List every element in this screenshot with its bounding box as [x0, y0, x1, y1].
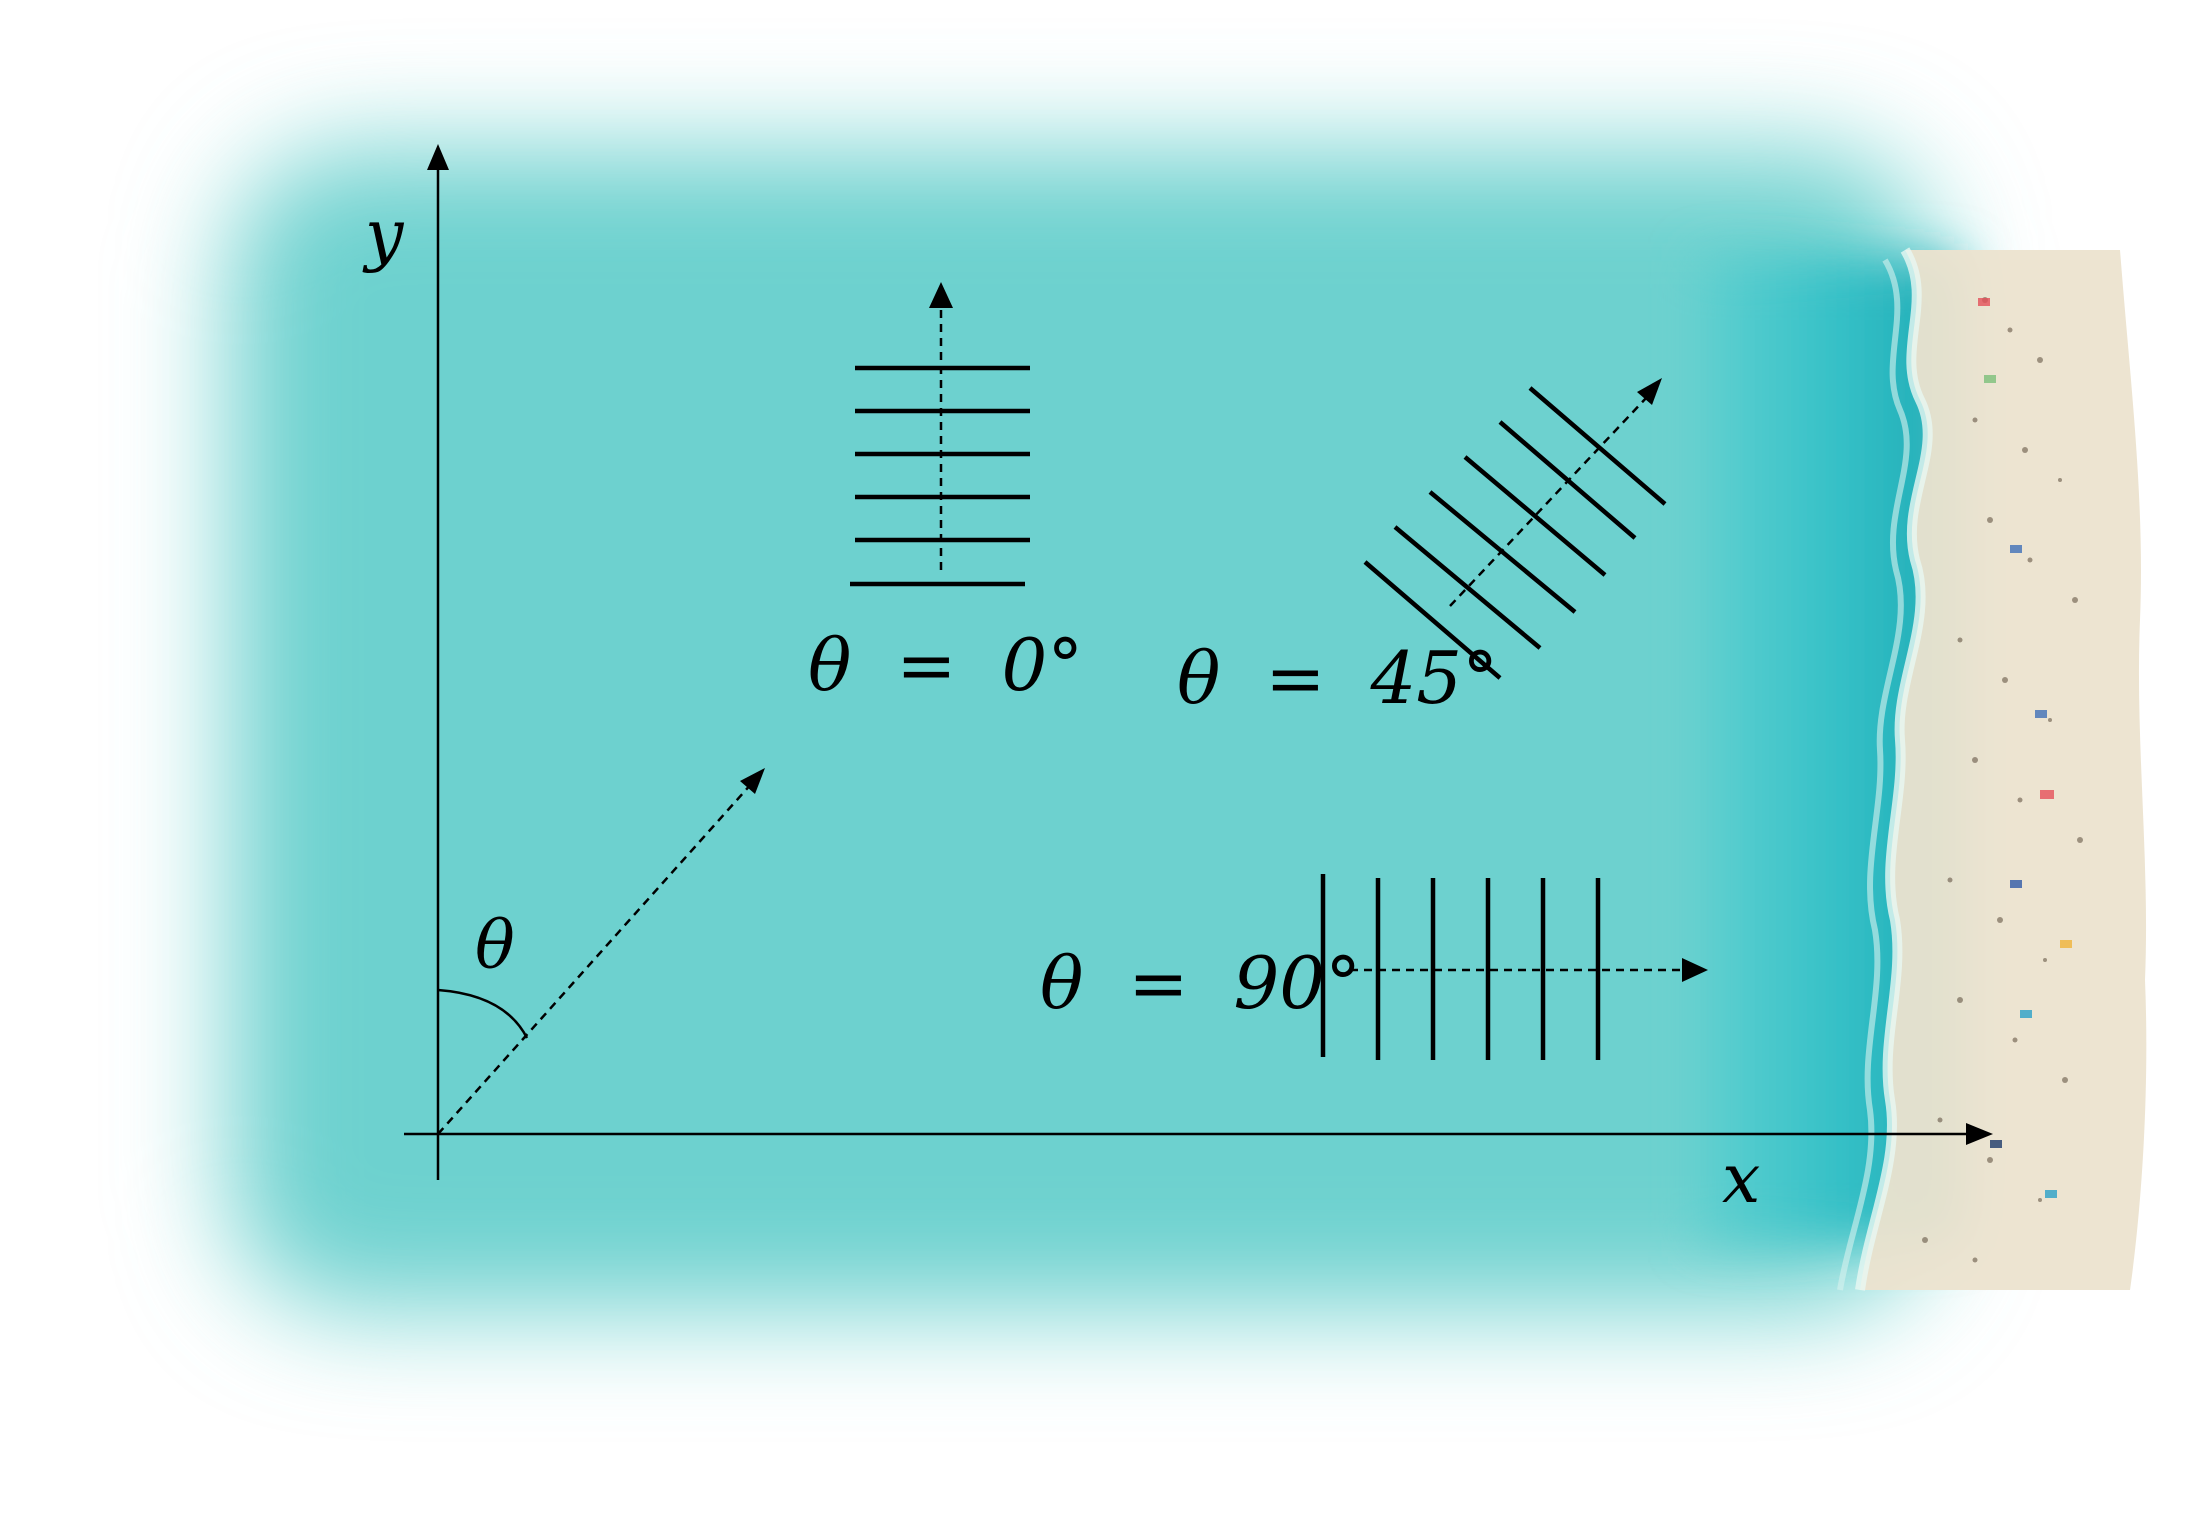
y-axis-label: y [362, 196, 405, 275]
wave-crests-0-deg [850, 365, 1030, 587]
water-background [230, 150, 1930, 1310]
direction-vector-arrowhead [740, 768, 765, 794]
wave-group-0-deg: θ = 0° [808, 282, 1083, 707]
coordinate-axes: y x [362, 144, 1993, 1219]
wave-group-45-deg: θ = 45° [1177, 378, 1667, 720]
beach-umbrellas [1978, 298, 2072, 1198]
propagation-arrow-45-deg [1449, 395, 1649, 607]
theta-label-0-deg: θ = 0° [808, 623, 1083, 707]
direction-vector: θ [437, 768, 765, 1135]
y-axis-arrowhead [427, 144, 449, 170]
x-axis-label: x [1722, 1140, 1760, 1219]
angle-arc [437, 988, 529, 1039]
beach-image [1700, 247, 2147, 1291]
theta-label-45-deg: θ = 45° [1177, 636, 1498, 720]
propagation-arrowhead-0-deg [929, 282, 953, 308]
propagation-arrowhead-45-deg [1637, 378, 1662, 405]
x-axis-arrowhead [1966, 1123, 1993, 1145]
propagation-arrowhead-90-deg [1682, 958, 1708, 982]
theta-label-90-deg: θ = 90° [1040, 941, 1361, 1025]
wave-group-90-deg: θ = 90° [1040, 874, 1708, 1060]
beach-people [1922, 297, 2083, 1263]
angle-label: θ [475, 907, 515, 984]
